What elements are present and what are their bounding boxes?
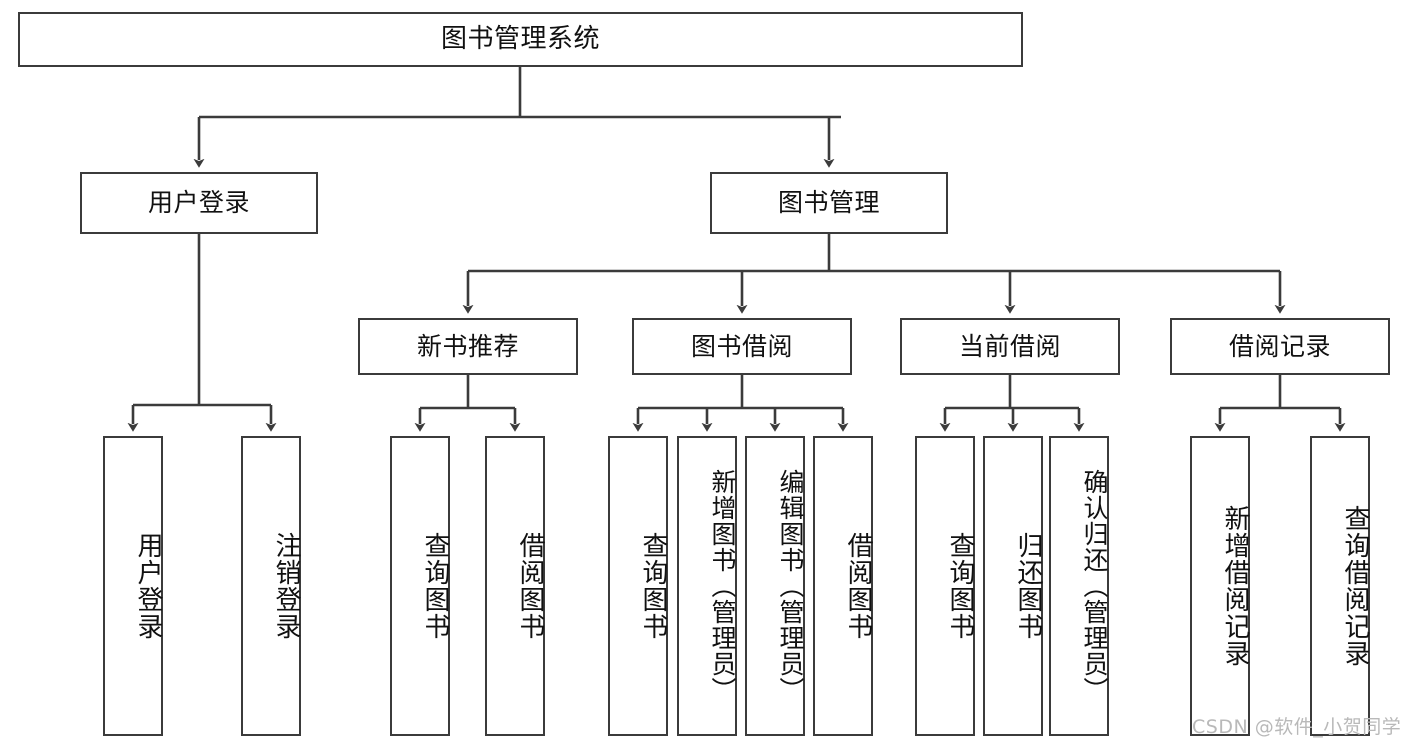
node-leaf-confirm-return-admin[interactable]: 确认归还（管理员）	[1049, 436, 1109, 736]
node-leaf-query-books-borrow[interactable]: 查询图书	[608, 436, 668, 736]
node-label: 编辑图书（管理员）	[776, 469, 805, 703]
node-leaf-user-login[interactable]: 用户登录	[103, 436, 163, 736]
node-new-book-recommendation[interactable]: 新书推荐	[358, 318, 578, 375]
node-leaf-return-books[interactable]: 归还图书	[983, 436, 1043, 736]
node-label: 借阅图书	[515, 532, 545, 640]
node-label: 借阅图书	[843, 532, 873, 640]
node-leaf-borrow-books[interactable]: 借阅图书	[813, 436, 873, 736]
node-label: 借阅记录	[1228, 331, 1331, 361]
node-label: 用户登录	[133, 532, 163, 640]
node-label: 查询图书	[638, 532, 668, 640]
node-book-borrowing[interactable]: 图书借阅	[632, 318, 852, 375]
node-label: 确认归还（管理员）	[1080, 469, 1109, 703]
node-borrowing-records[interactable]: 借阅记录	[1170, 318, 1390, 375]
node-label: 新书推荐	[416, 331, 519, 361]
watermark: CSDN @软件_小贺同学	[1192, 716, 1402, 738]
node-label: 当前借阅	[958, 331, 1061, 361]
node-root-book-management-system[interactable]: 图书管理系统	[18, 12, 1023, 67]
node-label: 图书借阅	[690, 331, 793, 361]
node-label: 查询借阅记录	[1340, 505, 1370, 667]
node-book-management[interactable]: 图书管理	[710, 172, 948, 234]
node-current-borrowing[interactable]: 当前借阅	[900, 318, 1120, 375]
node-label: 新增图书（管理员）	[708, 469, 737, 703]
node-label: 新增借阅记录	[1220, 505, 1250, 667]
node-label: 图书管理	[777, 188, 880, 218]
node-leaf-add-book-admin[interactable]: 新增图书（管理员）	[677, 436, 737, 736]
node-leaf-borrow-books-recommend[interactable]: 借阅图书	[485, 436, 545, 736]
node-leaf-add-borrow-record[interactable]: 新增借阅记录	[1190, 436, 1250, 736]
node-leaf-edit-book-admin[interactable]: 编辑图书（管理员）	[745, 436, 805, 736]
node-label: 归还图书	[1013, 532, 1043, 640]
node-leaf-query-books-current[interactable]: 查询图书	[915, 436, 975, 736]
node-leaf-query-borrow-record[interactable]: 查询借阅记录	[1310, 436, 1370, 736]
node-leaf-query-books-recommend[interactable]: 查询图书	[390, 436, 450, 736]
node-label: 查询图书	[945, 532, 975, 640]
node-user-login[interactable]: 用户登录	[80, 172, 318, 234]
node-label: 注销登录	[271, 532, 301, 640]
node-label: 用户登录	[147, 188, 250, 218]
node-label: 图书管理系统	[440, 24, 600, 55]
node-label: 查询图书	[420, 532, 450, 640]
node-leaf-logout[interactable]: 注销登录	[241, 436, 301, 736]
